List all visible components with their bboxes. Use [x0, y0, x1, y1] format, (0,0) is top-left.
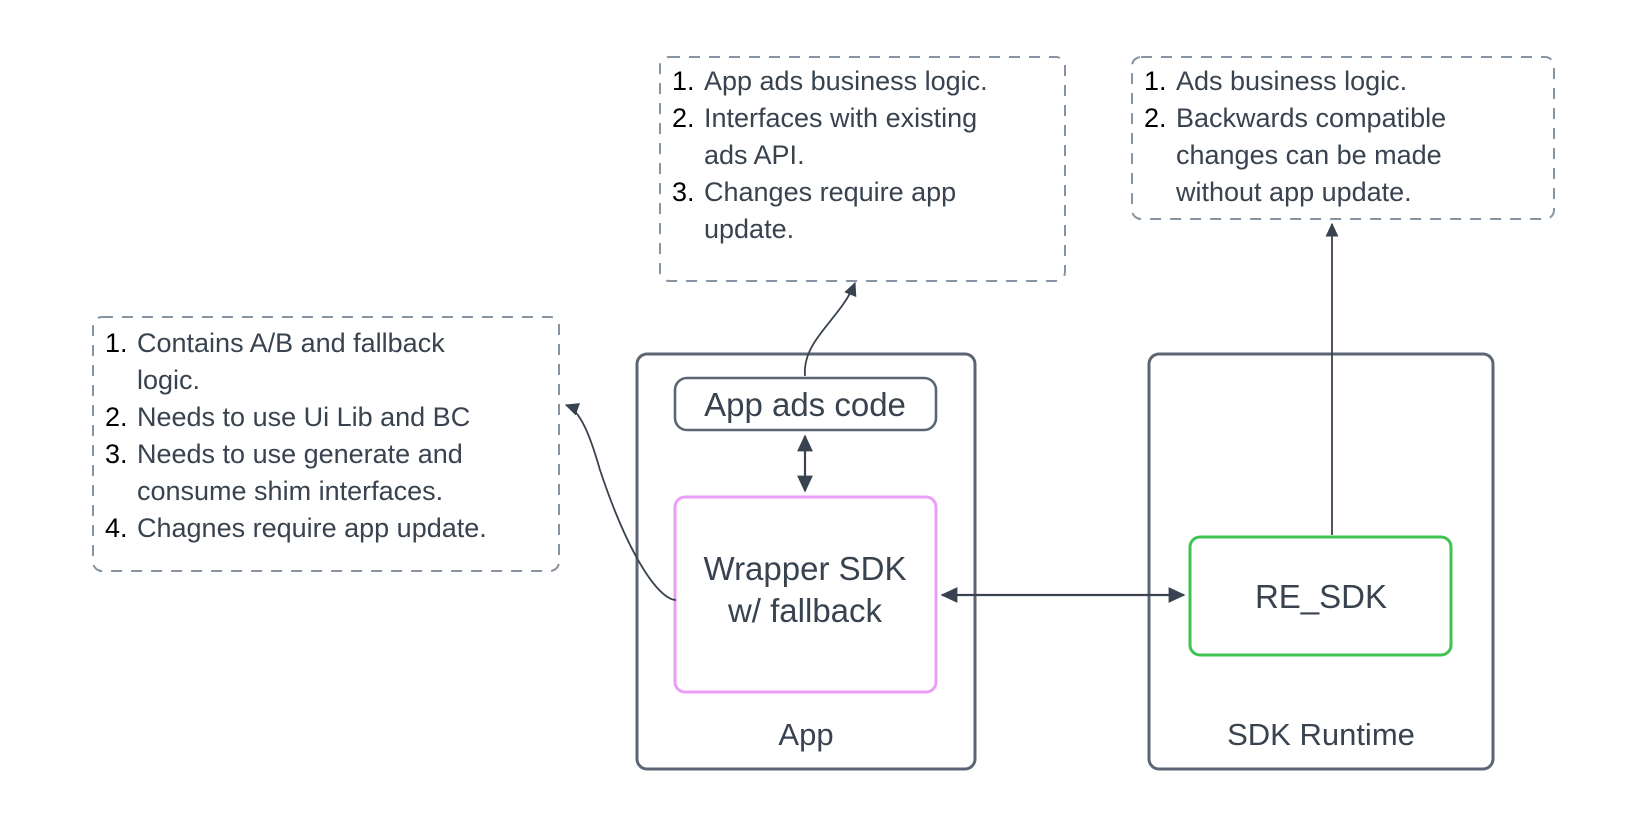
wrapper-sdk-box-label-line-2: w/ fallback: [727, 592, 883, 629]
note-wrapper-sdk-item-2-line-1: Needs to use Ui Lib and BC: [137, 402, 470, 432]
note-app-ads-code-item-2-number: 2.: [672, 103, 695, 133]
note-wrapper-sdk-item-1-number: 1.: [105, 328, 128, 358]
note-re-sdk-item-2-line-3: without app update.: [1175, 177, 1412, 207]
note-wrapper-sdk-item-3-number: 3.: [105, 439, 128, 469]
note-app-ads-code-item-1-line-1: App ads business logic.: [704, 66, 988, 96]
note-wrapper-sdk-frame: [92, 316, 560, 572]
note-re-sdk: 1. Ads business logic. 2. Backwards comp…: [1131, 56, 1555, 220]
note-app-ads-code-item-2-line-1: Interfaces with existing: [704, 103, 977, 133]
note-wrapper-sdk-item-1-line-2: logic.: [137, 365, 200, 395]
note-wrapper-sdk-item-3-line-1: Needs to use generate and: [137, 439, 463, 469]
note-wrapper-sdk-item-1-line-1: Contains A/B and fallback: [137, 328, 445, 358]
note-wrapper-sdk: 1. Contains A/B and fallback logic. 2. N…: [92, 316, 560, 572]
note-wrapper-sdk-item-3-line-2: consume shim interfaces.: [137, 476, 443, 506]
app-ads-code-box-frame: [673, 376, 938, 432]
note-re-sdk-item-1-line-1: Ads business logic.: [1176, 66, 1407, 96]
note-re-sdk-item-2-line-1: Backwards compatible: [1176, 103, 1446, 133]
note-wrapper-sdk-item-2-number: 2.: [105, 402, 128, 432]
note-app-ads-code-item-1-number: 1.: [672, 66, 695, 96]
note-app-ads-code-item-3-line-1: Changes require app: [704, 177, 956, 207]
app-container-label: App: [778, 717, 833, 752]
note-wrapper-sdk-item-4-number: 4.: [105, 513, 128, 543]
wrapper-sdk-box-frame: [673, 495, 938, 694]
wrapper-sdk-box-label-line-1: Wrapper SDK: [704, 550, 907, 587]
note-app-ads-code-frame: [659, 56, 1066, 282]
note-re-sdk-frame: [1131, 56, 1555, 220]
note-app-ads-code-item-2-line-2: ads API.: [704, 140, 805, 170]
note-wrapper-sdk-item-4-line-1: Chagnes require app update.: [137, 513, 487, 543]
sdk-runtime-container-label: SDK Runtime: [1227, 717, 1415, 752]
re-sdk-box-frame: [1188, 535, 1453, 657]
app-ads-code-box-label: App ads code: [704, 386, 906, 423]
note-re-sdk-item-1-number: 1.: [1144, 66, 1167, 96]
wrapper-sdk-box[interactable]: Wrapper SDK w/ fallback: [673, 495, 938, 694]
note-app-ads-code-item-3-line-2: update.: [704, 214, 794, 244]
connector-app-ads-code-to-note: [804, 281, 857, 377]
re-sdk-box[interactable]: RE_SDK: [1188, 535, 1453, 657]
note-re-sdk-item-2-line-2: changes can be made: [1176, 140, 1442, 170]
note-app-ads-code-item-3-number: 3.: [672, 177, 695, 207]
app-ads-code-box[interactable]: App ads code: [673, 376, 938, 432]
re-sdk-box-label: RE_SDK: [1255, 578, 1387, 615]
note-app-ads-code: 1. App ads business logic. 2. Interfaces…: [659, 56, 1066, 282]
note-re-sdk-item-2-number: 2.: [1144, 103, 1167, 133]
connector-wrapper-sdk-to-note: [564, 403, 677, 601]
